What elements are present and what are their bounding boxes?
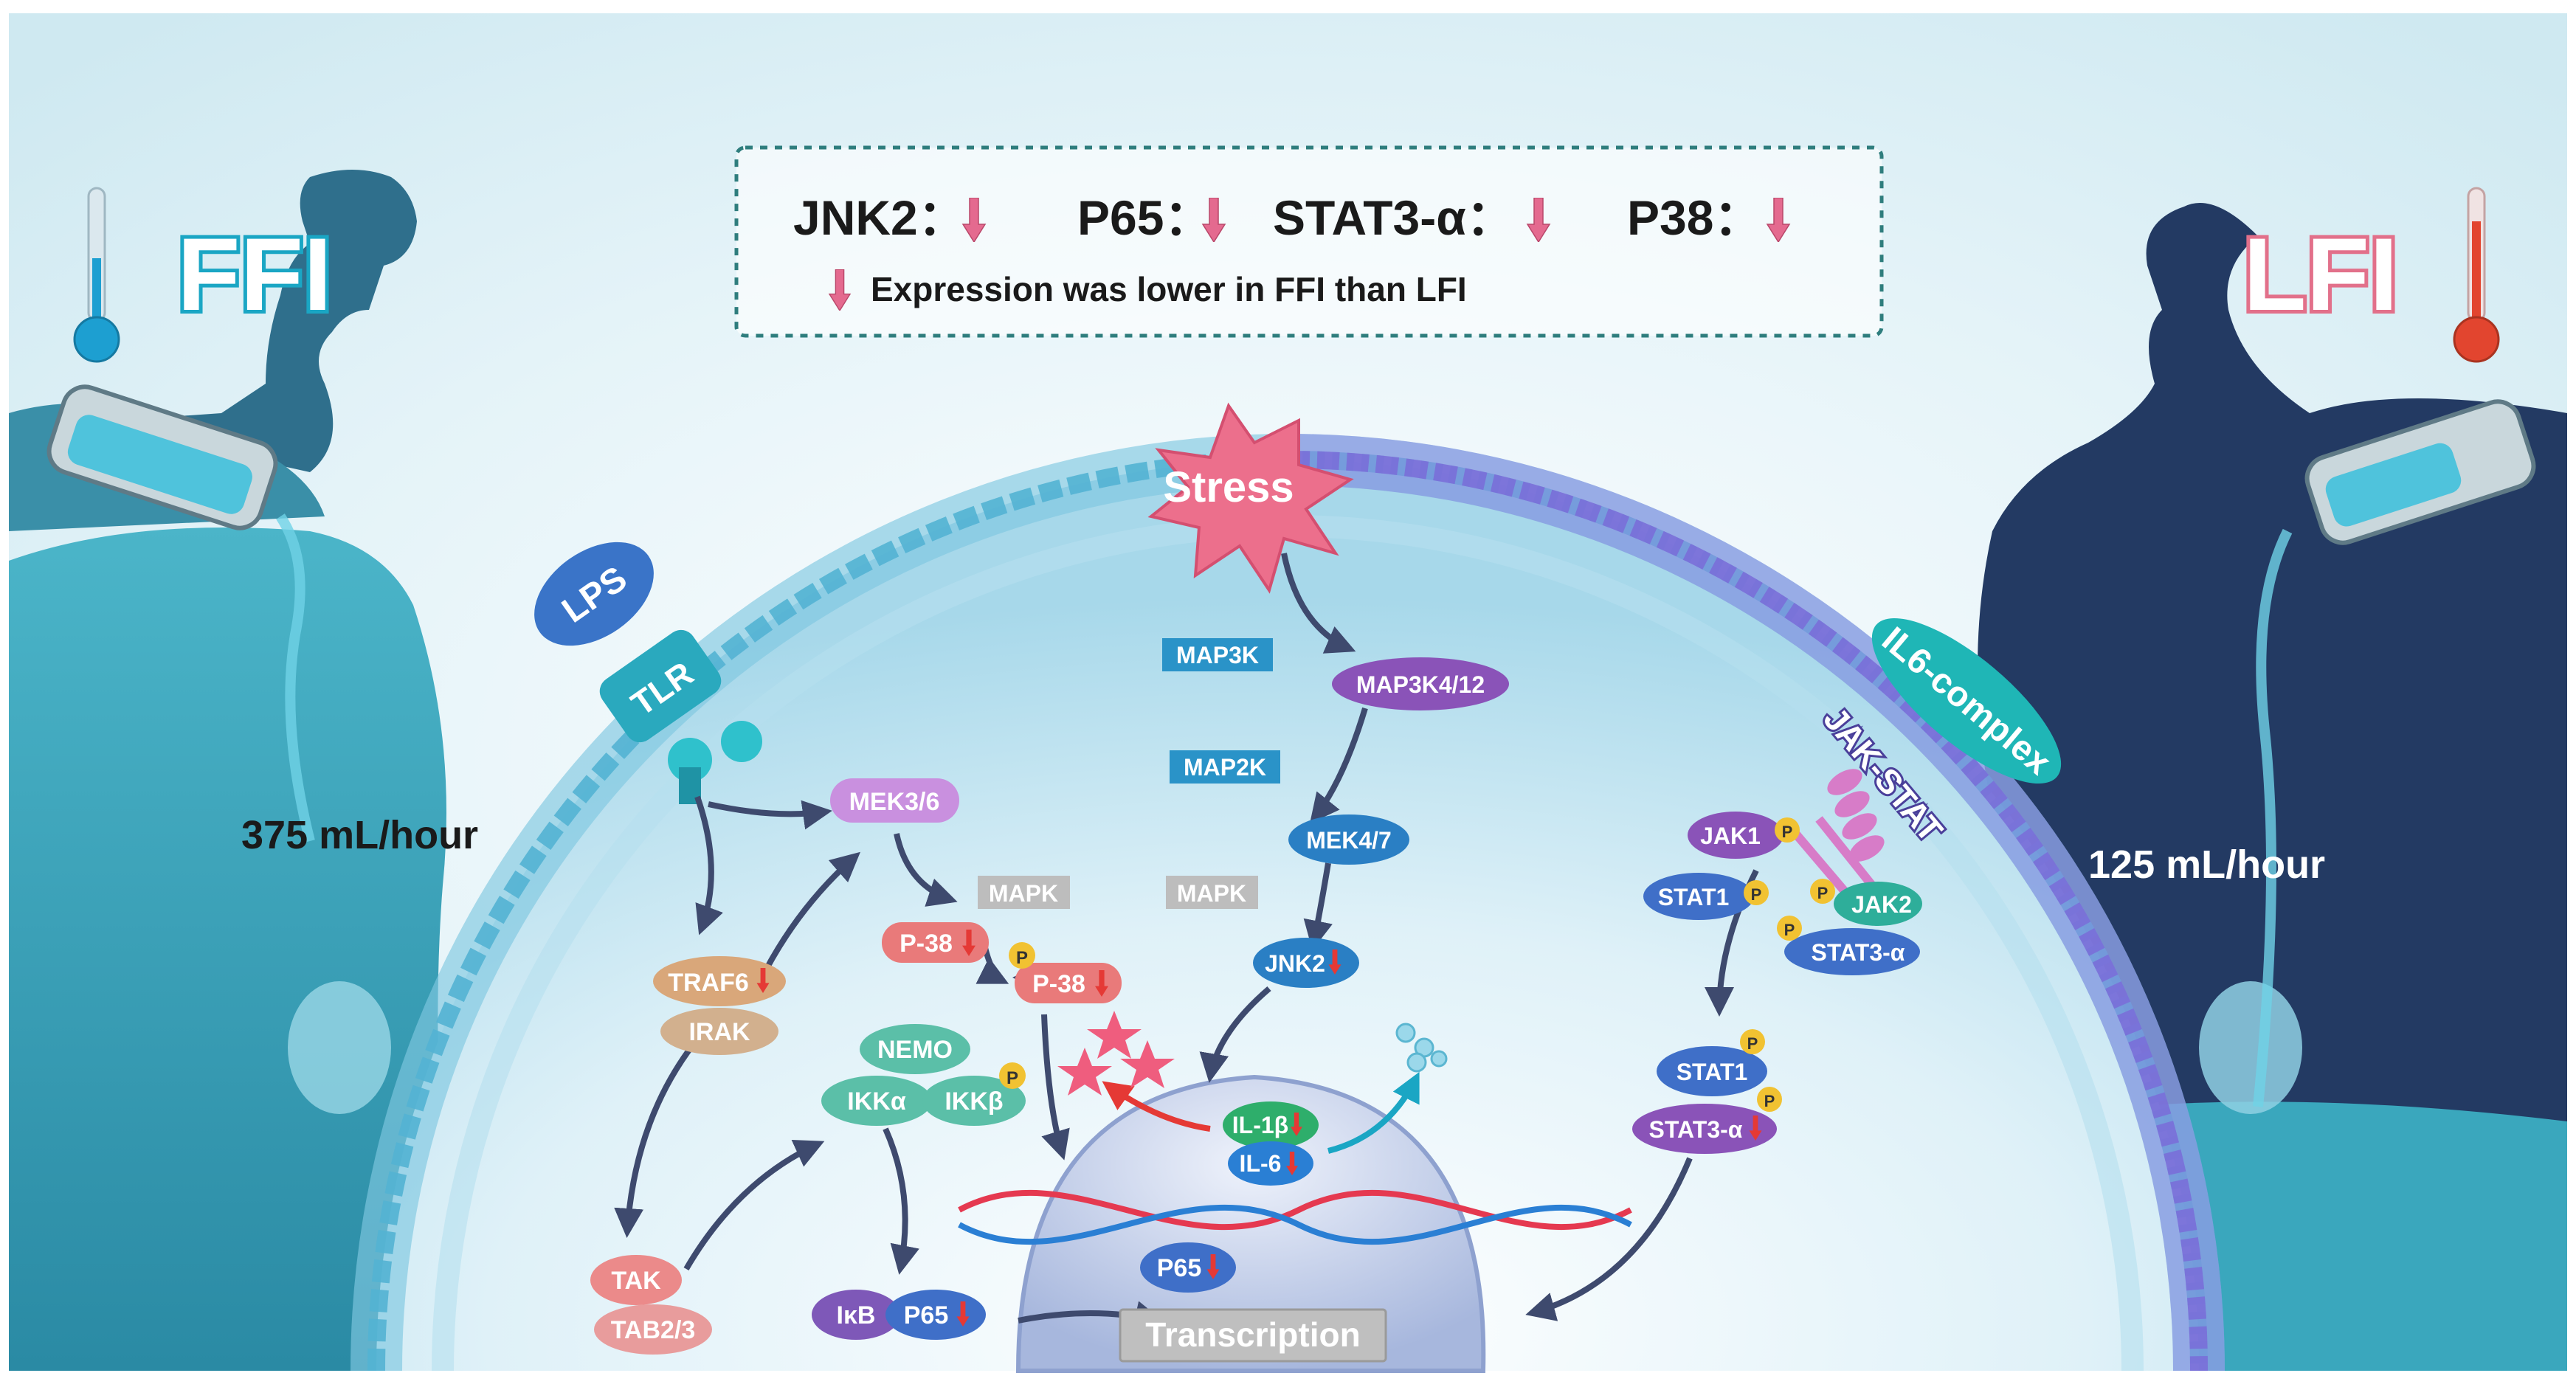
node-mek47: MEK4/7 xyxy=(1288,814,1409,865)
node-tab23: TAB2/3 xyxy=(594,1304,712,1355)
node-stat1-a: STAT1 P xyxy=(1643,873,1769,920)
node-nemo: NEMO xyxy=(860,1024,970,1074)
node-ikb: IκB xyxy=(812,1290,900,1340)
left-water-bottle xyxy=(46,384,315,843)
node-stat3-b: STAT3-α P xyxy=(1632,1087,1782,1154)
node-jak1: JAK1 P xyxy=(1688,812,1800,859)
svg-text:Transcription: Transcription xyxy=(1145,1315,1360,1354)
node-map3k: MAP3K xyxy=(1162,638,1273,671)
svg-text:TRAF6: TRAF6 xyxy=(668,969,749,997)
cytokine-stars xyxy=(1057,1011,1175,1096)
node-p38-a: P-38 xyxy=(882,922,989,963)
expression-legend: JNK2： P65： STAT3-α： P38： Expression was … xyxy=(734,145,1884,338)
legend-p38: P38： xyxy=(1627,190,1762,245)
ffi-title: FFI xyxy=(177,216,332,332)
svg-text:MEK3/6: MEK3/6 xyxy=(849,788,940,816)
svg-text:MAP3K4/12: MAP3K4/12 xyxy=(1356,671,1485,698)
svg-text:P65: P65 xyxy=(1157,1254,1202,1282)
svg-text:STAT1: STAT1 xyxy=(1658,884,1730,910)
lps-receptor: LPS TLR xyxy=(534,542,762,804)
stress-label: Stress xyxy=(1163,463,1294,511)
svg-text:P-38: P-38 xyxy=(899,930,953,958)
node-ikkb: IKKβ P xyxy=(922,1062,1026,1126)
node-jak2: JAK2 P xyxy=(1810,879,1922,926)
node-p65-a: P65 xyxy=(885,1290,986,1340)
node-stat1-b: STAT1 P xyxy=(1657,1029,1767,1096)
right-water-bottle xyxy=(2253,399,2536,1107)
secretion-arrow-red xyxy=(1102,1081,1211,1132)
lfi-title: LFI xyxy=(2243,216,2398,332)
svg-text:P65: P65 xyxy=(904,1301,949,1329)
legend-jnk2: JNK2： xyxy=(793,190,967,245)
svg-text:IKKα: IKKα xyxy=(847,1087,906,1116)
svg-text:P: P xyxy=(1817,884,1829,902)
svg-text:JAK1: JAK1 xyxy=(1700,823,1761,849)
svg-text:IKKβ: IKKβ xyxy=(945,1087,1003,1116)
svg-text:P: P xyxy=(1006,1068,1018,1088)
node-p65-b: P65 xyxy=(1140,1242,1236,1293)
svg-text:STAT3-α: STAT3-α xyxy=(1649,1116,1743,1143)
svg-text:TAB2/3: TAB2/3 xyxy=(611,1316,696,1344)
node-stat3-a: STAT3-α P xyxy=(1777,916,1920,975)
svg-text:P: P xyxy=(1784,921,1795,939)
svg-text:STAT3-α: STAT3-α xyxy=(1812,939,1905,966)
node-traf6: TRAF6 xyxy=(653,956,786,1006)
svg-text:MAPK: MAPK xyxy=(989,880,1058,907)
svg-text:IL-6: IL-6 xyxy=(1240,1150,1282,1177)
svg-text:MAP3K: MAP3K xyxy=(1176,642,1259,668)
node-p38-b: P-38 P xyxy=(1009,942,1122,1003)
svg-text:MEK4/7: MEK4/7 xyxy=(1306,827,1392,854)
svg-text:STAT1: STAT1 xyxy=(1677,1059,1748,1085)
svg-text:P: P xyxy=(1782,823,1793,841)
svg-text:JAK2: JAK2 xyxy=(1851,891,1912,918)
ffi-rate: 375 mL/hour xyxy=(241,813,478,857)
svg-text:P: P xyxy=(1747,1034,1758,1053)
svg-text:P: P xyxy=(1751,885,1762,904)
svg-text:IL-1β: IL-1β xyxy=(1232,1112,1288,1138)
legend-stat3: STAT3-α： xyxy=(1273,190,1515,245)
node-mek36: MEK3/6 xyxy=(830,778,959,823)
cold-thermometer-icon xyxy=(73,187,120,363)
svg-text:MAP2K: MAP2K xyxy=(1184,754,1266,781)
svg-text:P: P xyxy=(1764,1092,1775,1110)
stress-burst: Stress xyxy=(1147,402,1354,594)
svg-text:IκB: IκB xyxy=(837,1301,876,1329)
node-il6: IL-6 xyxy=(1228,1141,1313,1186)
svg-text:TAK: TAK xyxy=(611,1267,661,1295)
svg-text:P-38: P-38 xyxy=(1032,970,1085,998)
svg-text:IRAK: IRAK xyxy=(688,1018,750,1046)
cytokine-dots xyxy=(1395,1023,1448,1073)
legend-p65: P65： xyxy=(1077,190,1212,245)
legend-note: Expression was lower in FFI than LFI xyxy=(871,270,1467,308)
node-mapk-right: MAPK xyxy=(1166,876,1258,909)
nucleus xyxy=(958,1074,1632,1373)
node-irak: IRAK xyxy=(660,1008,778,1055)
node-tak: TAK xyxy=(590,1255,682,1305)
svg-text:MAPK: MAPK xyxy=(1177,880,1246,907)
hot-thermometer-icon xyxy=(2453,187,2500,363)
node-ikka: IKKα xyxy=(821,1076,932,1126)
node-map2k: MAP2K xyxy=(1170,750,1280,784)
lfi-rate: 125 mL/hour xyxy=(2088,843,2325,887)
svg-text:P: P xyxy=(1016,948,1028,968)
node-jnk2: JNK2 xyxy=(1253,938,1359,988)
node-map3k412: MAP3K4/12 xyxy=(1332,657,1509,710)
pathway-arrows xyxy=(614,553,1759,1330)
node-il1b: IL-1β xyxy=(1223,1101,1319,1149)
svg-text:JNK2: JNK2 xyxy=(1265,950,1325,977)
node-mapk-left: MAPK xyxy=(978,876,1070,909)
svg-text:NEMO: NEMO xyxy=(877,1036,953,1064)
transcription-banner: Transcription xyxy=(1119,1308,1387,1363)
secretion-arrow-teal xyxy=(1327,1071,1420,1154)
